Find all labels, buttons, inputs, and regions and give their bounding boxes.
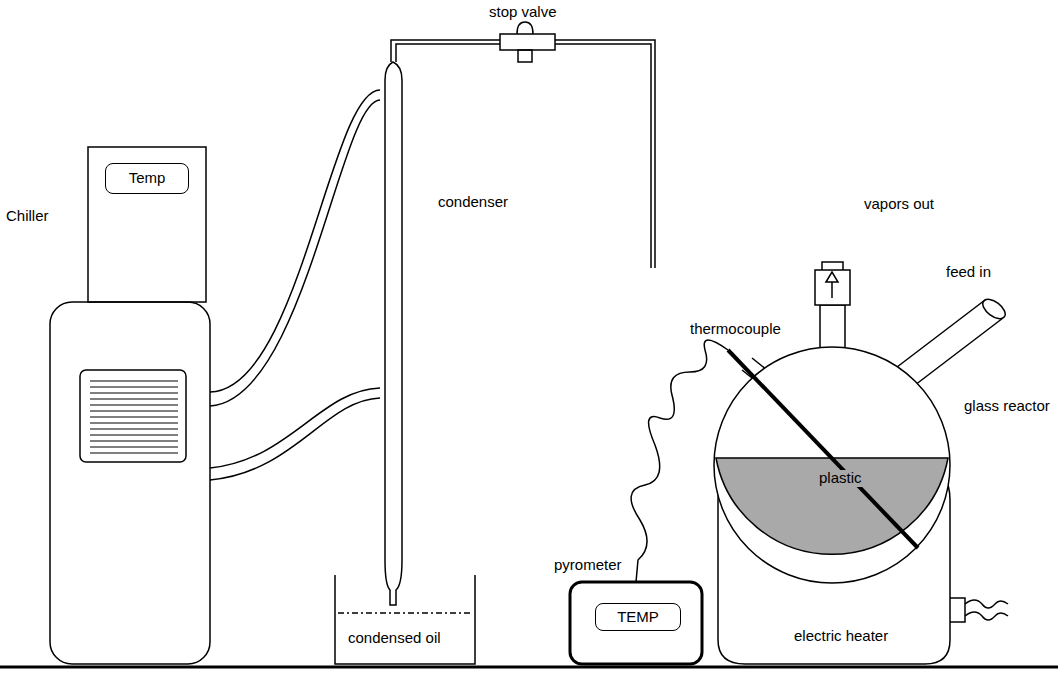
part-label: thermocouple: [688, 321, 783, 338]
part-label: vapors out: [862, 196, 936, 213]
beaker: [335, 575, 475, 664]
display-text: Temp: [129, 170, 166, 187]
condenser-tube: [385, 62, 402, 605]
chiller-body: [50, 302, 210, 664]
vapour-pipe: [555, 40, 655, 268]
chiller-grille: [90, 376, 178, 458]
plastic-charge: [716, 458, 948, 554]
oil-level: [338, 612, 472, 614]
stop-valve-stem: [518, 50, 532, 62]
part-label: glass reactor: [962, 398, 1052, 415]
display-text: TEMP: [617, 609, 659, 626]
chiller-grille-frame: [80, 370, 186, 462]
feed-opening: [979, 296, 1008, 323]
chiller-control-unit: [88, 147, 206, 302]
stop-valve-body: [500, 34, 555, 50]
neck-joint: [815, 262, 850, 305]
stop-valve-handle: [517, 22, 533, 34]
pyrometer-box: [570, 582, 702, 664]
part-label: pyrometer: [552, 557, 624, 574]
vapour-pipe: [396, 44, 500, 62]
temperature-display: Temp: [105, 163, 189, 194]
glass-reactor: [714, 347, 950, 583]
part-label: feed in: [944, 264, 993, 281]
plug: [950, 598, 965, 622]
vapour-pipe: [391, 40, 500, 62]
part-label: condenser: [436, 194, 510, 211]
part-label: electric heater: [792, 628, 890, 645]
hose: [210, 388, 380, 468]
ground-line: [0, 666, 1058, 669]
power-cord: [965, 600, 1008, 620]
vapour-neck: [820, 305, 845, 352]
part-label: stop valve: [487, 4, 559, 21]
part-label: plastic: [817, 470, 864, 487]
hose: [210, 398, 380, 480]
temperature-display: TEMP: [595, 603, 681, 631]
hose: [210, 100, 380, 406]
part-label: Chiller: [4, 208, 51, 225]
thermocouple-probe: [728, 350, 918, 548]
flow-arrow-head: [826, 272, 838, 282]
part-label: condensed oil: [346, 630, 443, 647]
